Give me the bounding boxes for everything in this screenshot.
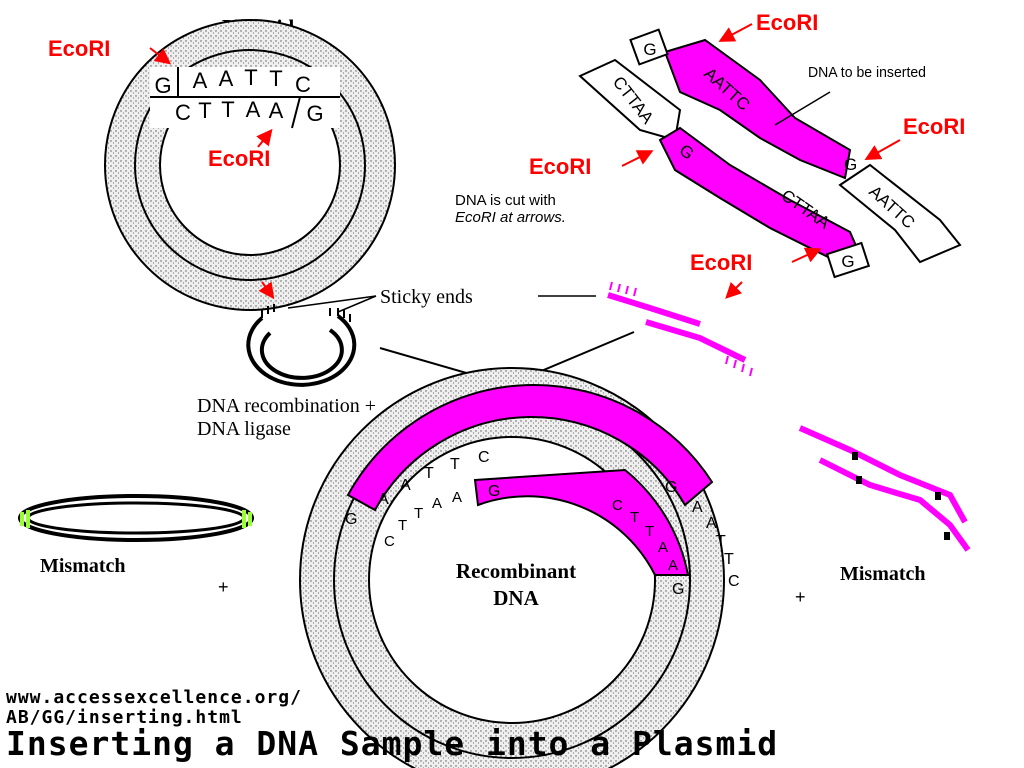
insert-ecori-label: EcoRI <box>690 250 752 275</box>
insert-ecori-label: EcoRI <box>529 154 591 179</box>
mismatch-insert-lower <box>818 457 971 552</box>
recombinant-label-2: DNA <box>493 586 539 610</box>
main-title: Inserting a DNA Sample into a Plasmid <box>6 724 779 763</box>
mismatch-left-plus: + <box>218 577 229 597</box>
insert-label: DNA to be inserted <box>808 64 926 81</box>
recombinant-outer-left-seq: A A T T C <box>378 449 490 508</box>
svg-text:C: C <box>175 100 191 125</box>
svg-text:A: A <box>269 98 284 123</box>
svg-text:C: C <box>478 449 490 466</box>
ecori-arrow <box>864 139 901 160</box>
insert-cut-note-1: DNA is cut with <box>455 192 556 209</box>
svg-text:A: A <box>219 66 234 91</box>
svg-text:T: T <box>724 551 734 568</box>
svg-text:C: C <box>295 72 311 97</box>
ligase-label: DNA ligase <box>197 418 291 440</box>
plasmid-group: Plasmid G A A T T C C T T A A G EcoRI Ec… <box>48 15 396 311</box>
recombinant-outer-right-seq: A A T T C <box>692 499 740 590</box>
svg-text:A: A <box>378 491 389 508</box>
svg-text:T: T <box>398 517 407 534</box>
svg-text:G: G <box>643 40 656 59</box>
svg-text:A: A <box>400 477 411 494</box>
svg-text:C: C <box>728 573 740 590</box>
recombination-label: DNA recombination + <box>197 395 376 417</box>
mismatch-right-group: Mismatch + <box>795 425 971 607</box>
svg-text:A: A <box>692 499 703 516</box>
mismatch-left-label: Mismatch <box>40 555 126 577</box>
svg-text:T: T <box>244 65 257 90</box>
svg-text:T: T <box>424 465 434 482</box>
ecori-arrow <box>149 47 172 65</box>
recombinant-label-1: Recombinant <box>456 559 576 583</box>
insert-upper-g-box <box>629 28 669 66</box>
svg-text:G: G <box>345 511 357 528</box>
svg-text:T: T <box>198 98 211 123</box>
svg-text:A: A <box>658 539 668 556</box>
mismatch-insert-upper <box>798 425 968 524</box>
mismatch-plasmid-inner <box>26 501 246 535</box>
cut-plasmid <box>246 314 357 387</box>
svg-text:T: T <box>716 533 726 550</box>
svg-text:T: T <box>221 97 234 122</box>
svg-text:T: T <box>450 456 460 473</box>
ecori-arrow <box>725 281 743 299</box>
recombinant-inner-left-seq: C T T A A <box>384 489 462 550</box>
sticky-insert <box>607 292 701 327</box>
svg-text:A: A <box>668 557 678 574</box>
plasmid-middle-line <box>134 49 366 281</box>
ecori-arrow <box>621 150 654 167</box>
svg-text:A: A <box>452 489 462 506</box>
svg-text:C: C <box>384 533 395 550</box>
svg-text:A: A <box>246 97 261 122</box>
svg-text:G: G <box>665 479 677 496</box>
insert-cut-note-2: EcoRI at arrows. <box>455 209 566 226</box>
ecori-arrow <box>258 281 275 300</box>
insert-lower-end-g-box <box>825 241 871 279</box>
recombinant-group: A A T T C G C T T A A G G C T T A A A A … <box>299 367 740 768</box>
ecori-arrow <box>791 247 822 263</box>
svg-text:T: T <box>414 505 423 522</box>
insert-dna-group: G AATTC CTTAA G CTTAA G G AATTC DNA to b… <box>455 10 965 279</box>
svg-text:C: C <box>612 497 623 514</box>
insert-upper-strand <box>663 38 852 180</box>
svg-text:A: A <box>706 515 717 532</box>
svg-text:T: T <box>645 523 654 540</box>
ecori-arrow <box>256 128 273 148</box>
mismatch-left-group: Mismatch + <box>18 494 254 597</box>
svg-text:G: G <box>844 155 857 174</box>
source-url: www.accessexcellence.org/ AB/GG/insertin… <box>6 687 302 728</box>
insert-right-strand <box>838 163 962 264</box>
mismatch-right-label: Mismatch <box>840 563 926 585</box>
plasmid-ecori-inner-label: EcoRI <box>208 146 270 171</box>
insert-ecori-label: EcoRI <box>903 114 965 139</box>
svg-text:G: G <box>672 581 684 598</box>
insert-label-leader <box>774 91 831 126</box>
svg-text:G: G <box>841 252 854 271</box>
svg-text:G: G <box>306 101 323 126</box>
mismatch-right-plus: + <box>795 587 806 607</box>
svg-text:A: A <box>432 495 442 512</box>
svg-text:T: T <box>269 66 282 91</box>
recombinant-insert-outer <box>346 383 714 512</box>
recombinant-inner-right-seq: C T T A A <box>612 497 678 574</box>
ecori-arrow <box>718 23 753 42</box>
plasmid-bottom-strand: C T T A A G <box>175 97 324 126</box>
insert-ecori-label: EcoRI <box>756 10 818 35</box>
insert-lower-left-strand <box>578 58 682 142</box>
plasmid-ecori-top-label: EcoRI <box>48 36 110 61</box>
plasmid-top-strand: G A A T T C <box>154 65 311 98</box>
svg-text:G: G <box>488 483 500 500</box>
sticky-ends-label: Sticky ends <box>380 286 473 308</box>
svg-text:A: A <box>193 68 208 93</box>
recombinant-insert-inner <box>473 468 690 576</box>
svg-text:G: G <box>154 73 171 98</box>
svg-text:T: T <box>630 509 639 526</box>
